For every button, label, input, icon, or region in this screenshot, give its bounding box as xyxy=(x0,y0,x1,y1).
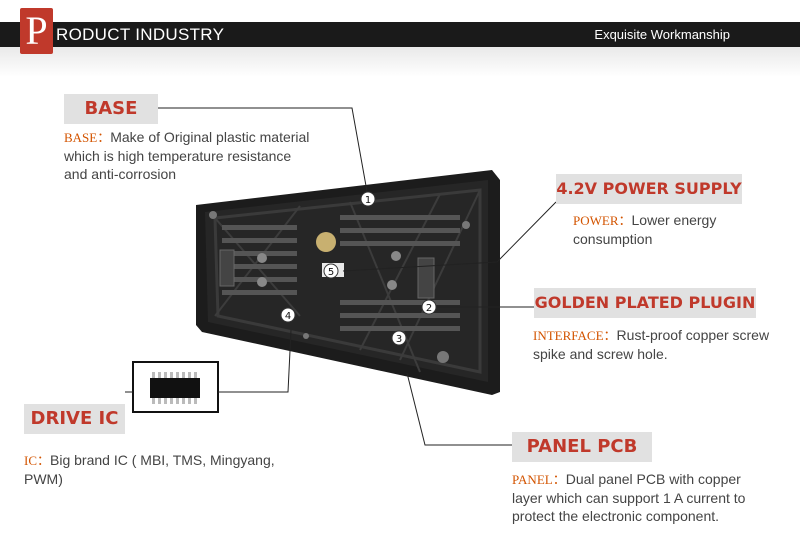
power-line-1: Lower energy xyxy=(631,212,717,228)
plugin-line-2: spike and screw hole. xyxy=(533,346,668,362)
pcb-line-3: protect the electronic component. xyxy=(512,508,720,524)
marker-3-label: 3 xyxy=(396,334,402,345)
power-description: POWER：Lower energy consumption xyxy=(573,211,793,248)
marker-2-label: 2 xyxy=(426,303,432,314)
drive-line-2: PWM) xyxy=(24,471,63,487)
panel-pcb-tag: PANEL PCB xyxy=(512,432,652,462)
power-prefix: POWER： xyxy=(573,213,632,228)
marker-2: 2 xyxy=(421,299,437,315)
plugin-description: INTERFACE：Rust-proof copper screw spike … xyxy=(533,326,795,363)
pcb-line-1: Dual panel PCB with copper xyxy=(565,471,741,487)
power-line-2: consumption xyxy=(573,231,653,247)
plugin-line-1: Rust-proof copper screw xyxy=(616,327,770,343)
pcb-description: PANEL：Dual panel PCB with copper layer w… xyxy=(512,470,792,525)
marker-5: 5 xyxy=(323,263,339,279)
drive-ic-tag: DRIVE IC xyxy=(24,404,125,434)
drive-prefix: IC： xyxy=(24,453,51,468)
pcb-prefix: PANEL： xyxy=(512,472,566,487)
marker-4: 4 xyxy=(280,307,296,323)
base-line-1: Make of Original plastic material xyxy=(110,129,310,145)
golden-plugin-tag: GOLDEN PLATED PLUGIN xyxy=(534,288,756,318)
logo-letter: P xyxy=(20,8,53,54)
header-title: RODUCT INDUSTRY xyxy=(56,25,225,44)
base-line-3: and anti-corrosion xyxy=(64,166,177,182)
marker-1: 1 xyxy=(360,191,376,207)
marker-3: 3 xyxy=(391,330,407,346)
plugin-prefix: INTERFACE： xyxy=(533,328,617,343)
pcb-line-2: layer which can support 1 A current to xyxy=(512,490,746,506)
led-module xyxy=(196,170,500,395)
base-tag: BASE xyxy=(64,94,158,124)
base-description: BASE：Make of Original plastic material w… xyxy=(64,128,364,183)
base-line-2: which is high temperature resistance xyxy=(64,148,292,164)
marker-4-label: 4 xyxy=(285,311,291,322)
marker-5-label: 5 xyxy=(328,267,334,278)
header-shadow xyxy=(0,47,800,77)
header-subtitle: Exquisite Workmanship xyxy=(594,27,730,42)
drive-ic-chip xyxy=(132,361,219,413)
marker-1-label: 1 xyxy=(365,195,371,206)
drive-description: IC：Big brand IC ( MBI, TMS, Mingyang, PW… xyxy=(24,451,324,488)
header-bar xyxy=(0,22,800,47)
page-header: P RODUCT INDUSTRY Exquisite Workmanship xyxy=(0,0,800,77)
base-prefix: BASE： xyxy=(64,130,111,145)
power-supply-tag: 4.2V POWER SUPPLY xyxy=(556,174,742,204)
drive-line-1: Big brand IC ( MBI, TMS, Mingyang, xyxy=(50,452,275,468)
leader-lines xyxy=(125,107,557,446)
